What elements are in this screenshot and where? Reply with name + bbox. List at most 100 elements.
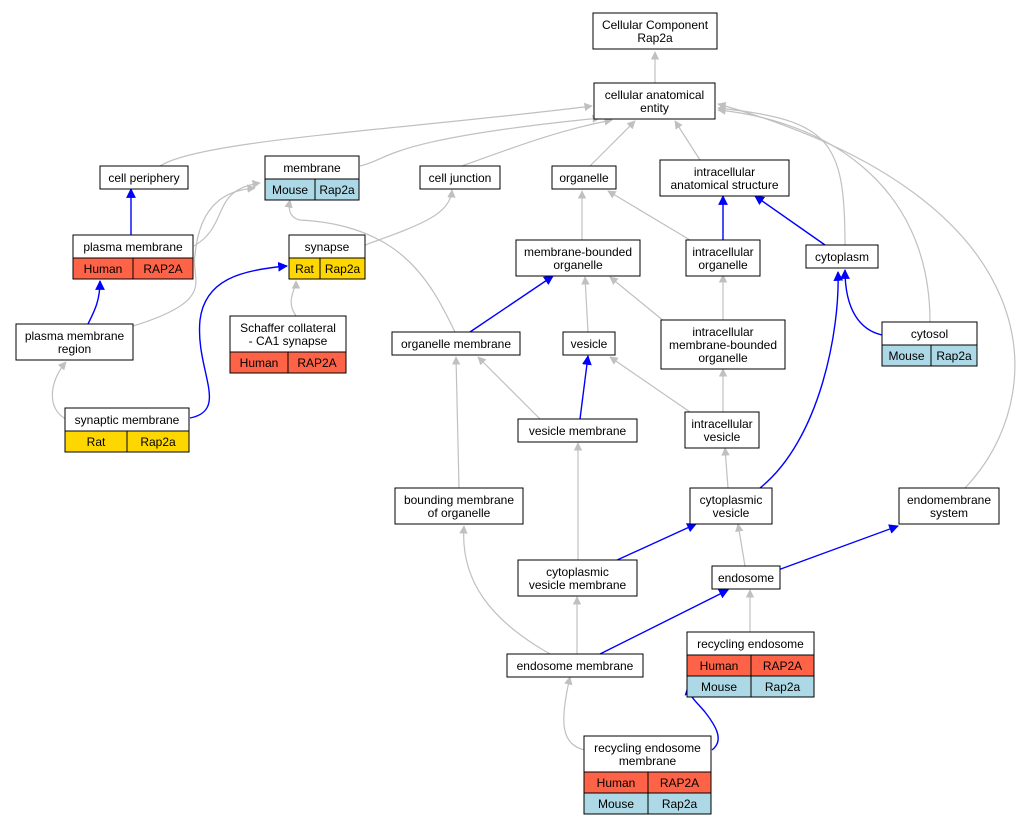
node-endosome: endosome xyxy=(711,565,781,590)
edge-iv-vesicle xyxy=(609,356,691,413)
edge-io-organelle xyxy=(607,190,691,241)
species-cell-text: RAP2A xyxy=(297,356,336,370)
node-title-line: membrane-bounded xyxy=(524,245,632,259)
node-title-line: recycling endosome xyxy=(594,741,701,755)
node-title-box xyxy=(583,735,712,773)
species-cell xyxy=(647,792,712,815)
node-title-line: intracellular xyxy=(692,245,753,259)
species-cell-text: RAP2A xyxy=(763,659,802,673)
edge-ias-cae xyxy=(674,120,701,161)
node-title-box xyxy=(659,159,790,197)
species-cell xyxy=(750,675,815,698)
edge-cv-iv xyxy=(721,447,730,489)
edge-cvm-cv xyxy=(614,523,697,562)
node-title-line: endosome membrane xyxy=(517,659,634,673)
edge-synmem-pmr xyxy=(51,361,69,421)
node-title-box xyxy=(229,315,347,353)
edge-membrane-cae xyxy=(359,114,601,167)
node-title-box xyxy=(391,331,521,356)
node-title-line: bounding membrane xyxy=(404,493,514,507)
species-cell-text: Rap2a xyxy=(140,435,176,449)
species-cell-text: Rap2a xyxy=(765,680,801,694)
edge-em-endosome xyxy=(599,589,729,655)
node-title-box xyxy=(517,418,638,443)
node-title-line: synaptic membrane xyxy=(75,413,180,427)
node-title-line: cytoplasmic xyxy=(700,493,763,507)
edge-organelle-cae xyxy=(589,120,636,167)
node-title-line: cytoplasmic xyxy=(546,565,609,579)
species-cell-text: Rap2a xyxy=(319,183,355,197)
node-title-box xyxy=(684,411,760,449)
species-cell-text: Mouse xyxy=(272,183,308,197)
node-title-box xyxy=(593,82,716,120)
species-cell-text: Rap2a xyxy=(936,349,972,363)
species-cell-text: Rat xyxy=(87,435,106,449)
edge-endosome-cv xyxy=(735,523,746,567)
node-title-line: cell junction xyxy=(429,171,492,185)
node-title-line: recycling endosome xyxy=(697,637,804,651)
edge-vesicle-mbo xyxy=(581,276,590,333)
edge-imbo-mbo xyxy=(609,276,666,323)
species-cell xyxy=(319,257,366,280)
node-junction: cell junction xyxy=(419,165,501,190)
edge-cytoplasm-ias xyxy=(754,195,826,246)
node-title-line: vesicle membrane xyxy=(529,578,627,592)
species-cell-text: Rat xyxy=(295,262,314,276)
node-title-line: region xyxy=(58,342,91,356)
node-title-box xyxy=(15,323,134,361)
edge-rem-em xyxy=(563,676,586,751)
node-title-box xyxy=(506,653,644,678)
edge-bmo-om xyxy=(451,356,461,489)
edge-cytosol-cytoplasm xyxy=(840,269,883,336)
node-title-line: anatomical structure xyxy=(670,178,778,192)
node-periphery: cell periphery xyxy=(99,165,189,190)
node-vesicle: vesicle xyxy=(562,331,616,356)
species-cell-text: RAP2A xyxy=(660,776,699,790)
node-title-box xyxy=(685,239,761,277)
node-title-box xyxy=(419,165,501,190)
edge-vm-vesicle xyxy=(579,355,592,420)
node-title-line: endomembrane xyxy=(907,493,991,507)
node-title-line: Schaffer collateral xyxy=(240,321,336,335)
species-cell-text: Mouse xyxy=(598,797,634,811)
node-title-box xyxy=(898,487,1000,525)
node-em: endosome membrane xyxy=(506,653,644,678)
node-title-line: organelle xyxy=(698,258,748,272)
node-title-line: vesicle membrane xyxy=(529,424,627,438)
node-title-line: organelle membrane xyxy=(401,337,511,351)
node-title-line: intracellular xyxy=(691,417,752,431)
node-title-line: Rap2a xyxy=(637,31,673,45)
node-title-line: system xyxy=(930,506,968,520)
edge-pm-membrane xyxy=(193,179,261,247)
species-cell-text: Human xyxy=(84,262,123,276)
edge-synmem-synapse xyxy=(189,261,288,419)
node-cytoplasm: cytoplasm xyxy=(805,244,879,269)
node-title-line: vesicle xyxy=(713,506,750,520)
node-title-box xyxy=(394,487,524,525)
species-cell xyxy=(314,178,360,201)
node-organelle: organelle xyxy=(551,165,617,190)
node-title-box xyxy=(515,239,641,277)
node-title-box xyxy=(592,12,718,50)
species-cell xyxy=(930,344,978,367)
node-title-line: intracellular xyxy=(694,165,755,179)
node-title-line: vesicle xyxy=(704,430,741,444)
node-title-line: synapse xyxy=(305,240,350,254)
node-title-box xyxy=(562,331,616,356)
